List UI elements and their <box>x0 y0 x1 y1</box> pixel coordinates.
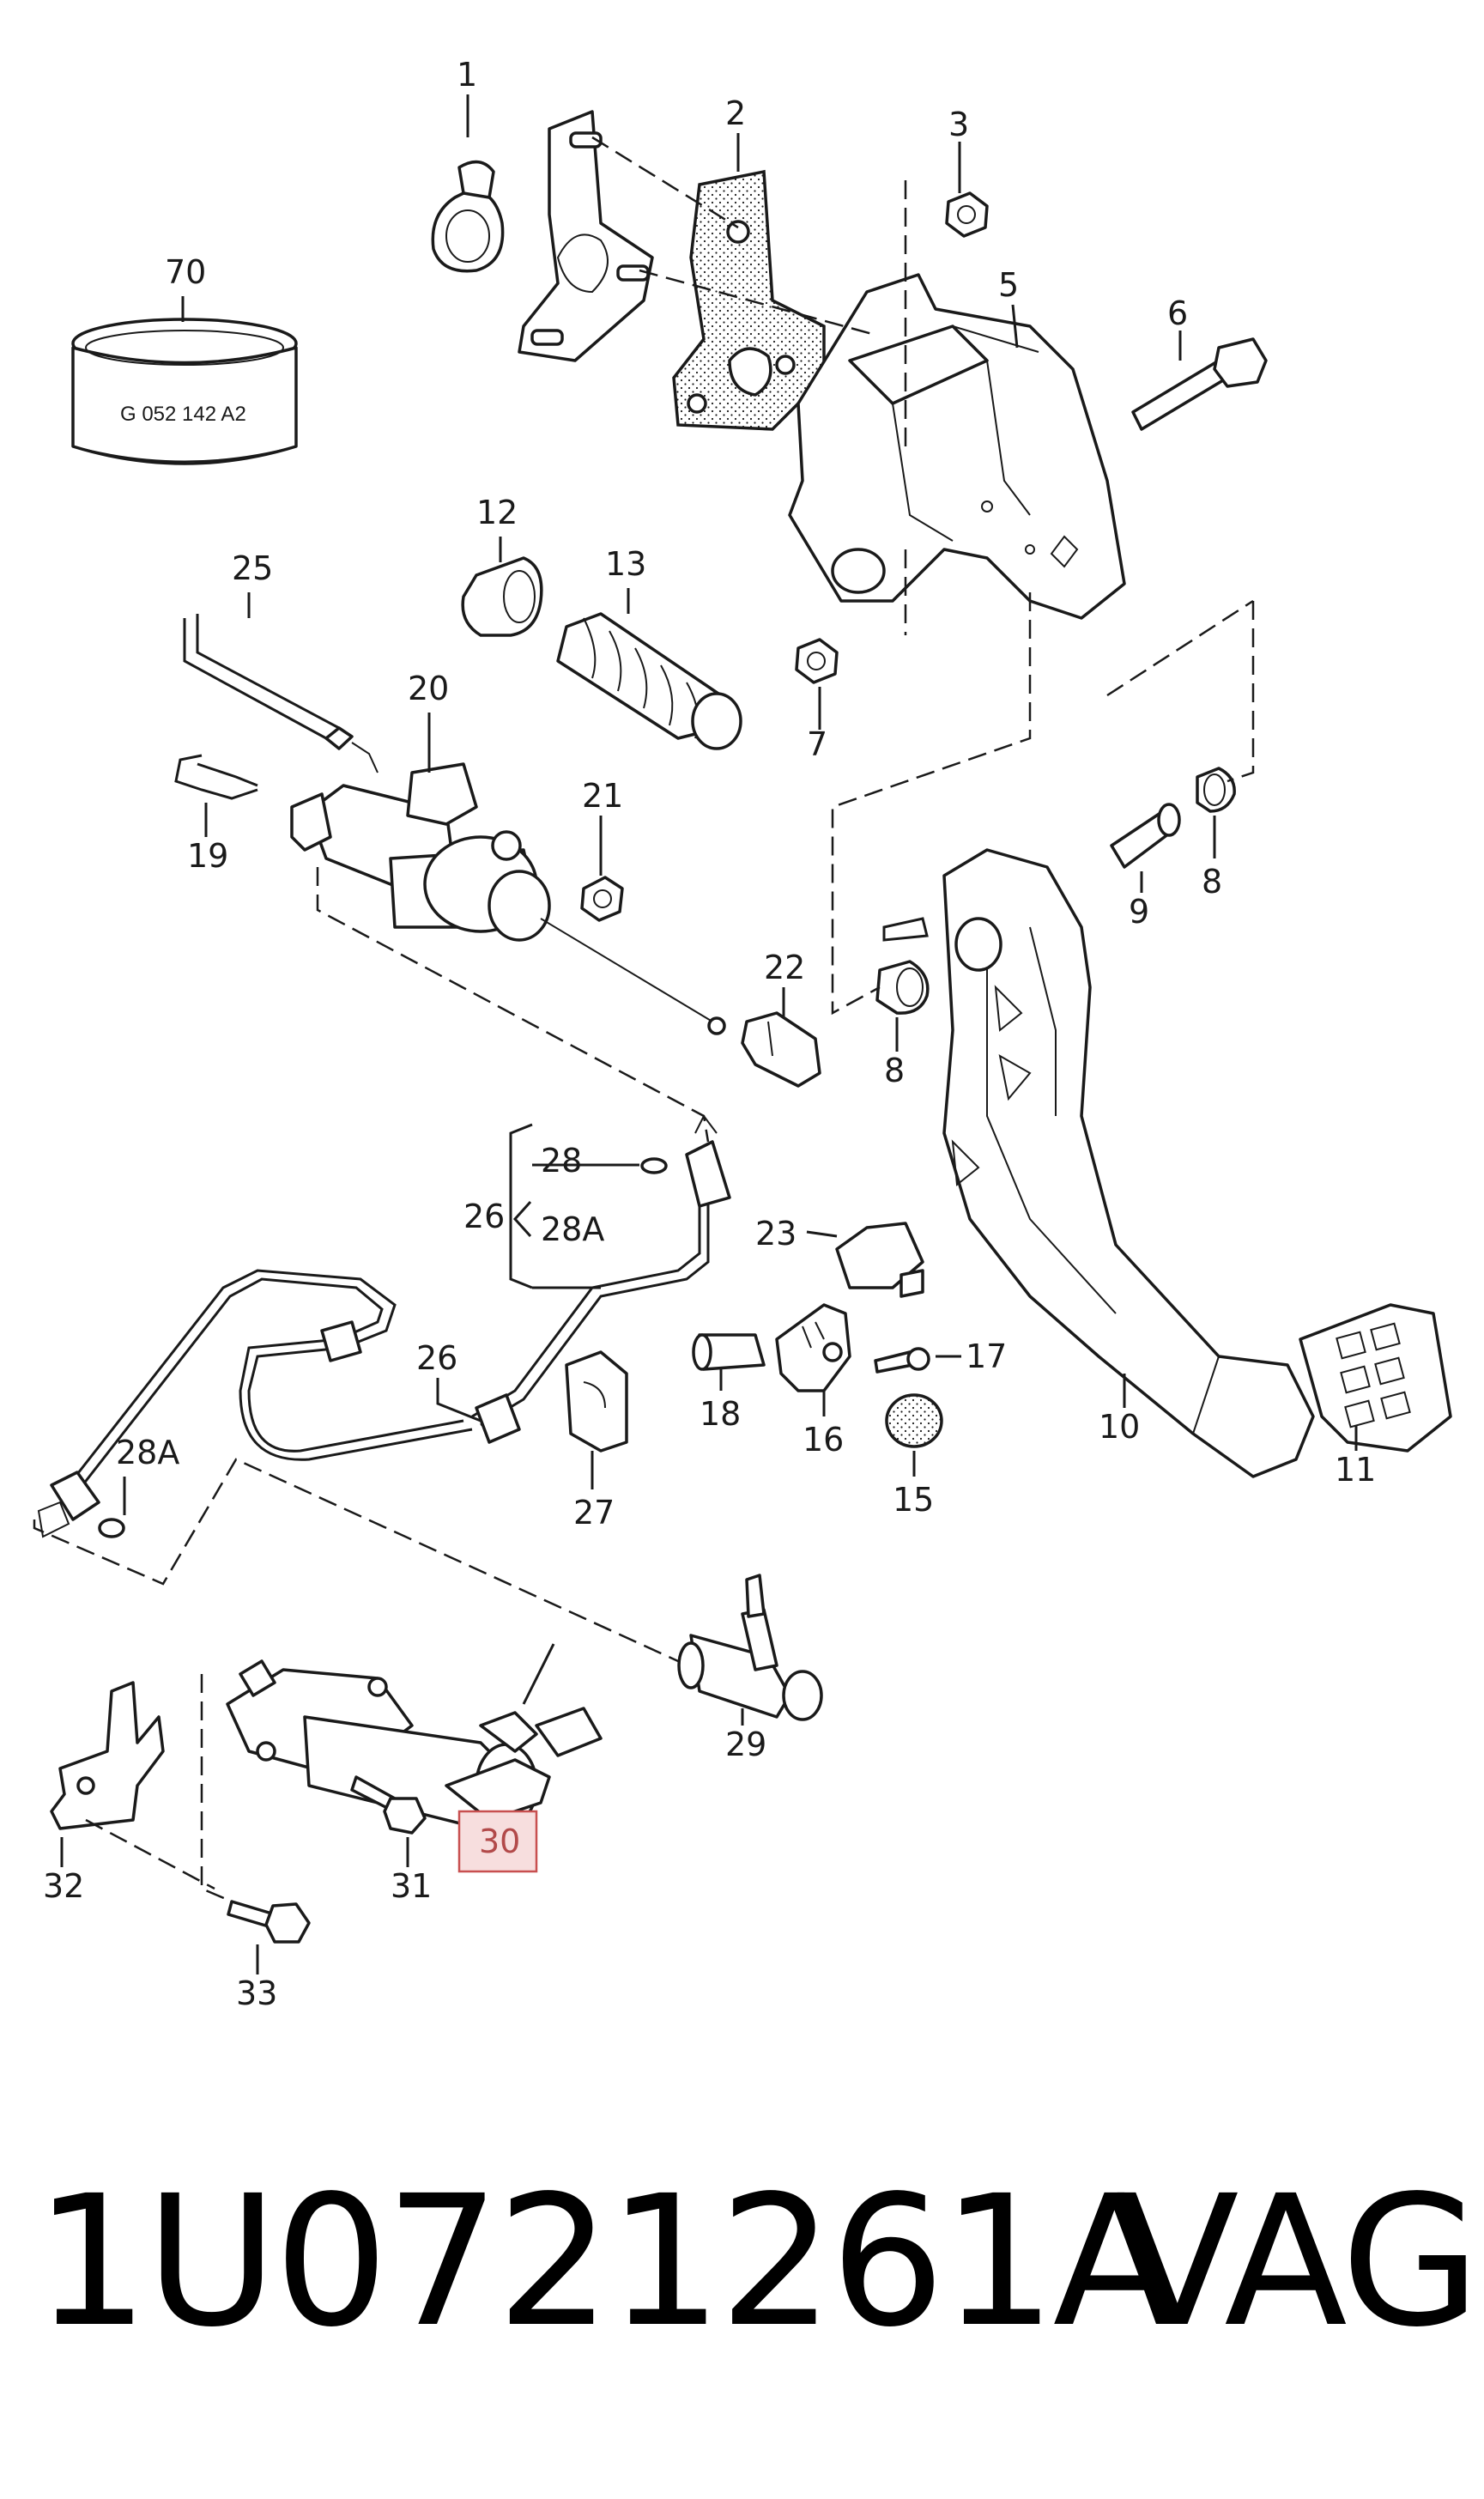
callout-10: 10 <box>1099 1408 1140 1446</box>
callout-8-lower: 8 <box>884 1052 905 1089</box>
part-21-nut <box>580 876 624 922</box>
callout-19: 19 <box>187 837 228 875</box>
assembly-dash-lines <box>33 136 1255 1903</box>
brand-label: VAG <box>1116 2156 1481 2367</box>
part-7-nut <box>795 638 839 684</box>
part-29-tee-fitting <box>677 1574 823 1721</box>
part-8-bushing-upper <box>1196 767 1236 813</box>
callout-32: 32 <box>43 1867 84 1905</box>
callout-20: 20 <box>408 670 449 707</box>
callout-13: 13 <box>605 545 646 583</box>
part-11-pedal-pad <box>1299 1303 1452 1453</box>
callout-leaders <box>60 94 1358 1974</box>
part-12-bushing <box>461 556 543 637</box>
part-8-bushing-lower <box>875 960 930 1015</box>
part-28-washer <box>640 1157 668 1174</box>
callout-labels: 1 2 3 5 6 7 8 8 9 10 11 12 13 15 16 17 1… <box>43 56 1376 2012</box>
part-26-pipe <box>37 1114 731 1538</box>
part-1-clip <box>431 160 505 273</box>
callout-9: 9 <box>1129 893 1149 931</box>
part-25-hose <box>183 614 379 773</box>
callout-28A-bracket: 28A <box>541 1210 604 1248</box>
part-17-screw <box>874 1347 930 1374</box>
callout-5: 5 <box>998 266 1019 304</box>
part-28A-washer <box>98 1518 125 1538</box>
callout-7: 7 <box>807 725 827 763</box>
callout-6: 6 <box>1167 294 1188 332</box>
part-15-cap <box>885 1393 943 1448</box>
mounting-plate <box>518 110 654 362</box>
part-19-clip <box>174 754 258 800</box>
callout-70: 70 <box>165 253 206 291</box>
callout-27: 27 <box>573 1494 615 1532</box>
callout-21: 21 <box>582 777 623 815</box>
callout-11: 11 <box>1335 1451 1376 1489</box>
callout-31: 31 <box>391 1867 432 1905</box>
part-23-cap <box>835 1222 924 1298</box>
callout-22: 22 <box>764 949 805 986</box>
part-10-clutch-pedal <box>882 848 1315 1478</box>
part-6-bolt <box>1131 337 1268 431</box>
callout-18: 18 <box>700 1395 741 1433</box>
callout-28A: 28A <box>116 1434 179 1471</box>
part-18-plug <box>692 1333 766 1371</box>
part-33-bolt <box>227 1900 311 1944</box>
callout-26: 26 <box>416 1339 457 1377</box>
part-16-switch <box>775 1303 851 1392</box>
part-32-bracket <box>50 1681 165 1830</box>
part-70-sleeve: G 052 142 A2 <box>71 318 298 465</box>
part-13-spring <box>556 612 742 750</box>
part-27-clip <box>565 1350 628 1453</box>
part-3-nut <box>945 191 989 238</box>
callout-29: 29 <box>725 1726 766 1763</box>
part-20-master-cylinder <box>290 762 726 1035</box>
part-number: 1U0721261A <box>34 2156 1176 2367</box>
part-31-screw <box>350 1775 427 1835</box>
callout-2: 2 <box>725 94 746 132</box>
callout-8-upper: 8 <box>1202 863 1222 901</box>
callout-3: 3 <box>948 106 969 143</box>
footer: 1U0721261A VAG <box>0 2172 1484 2429</box>
highlight-box-30 <box>457 1810 538 1873</box>
callout-1: 1 <box>457 56 477 94</box>
callout-30: 30 <box>479 1823 520 1860</box>
part-30-slave-cylinder <box>226 1659 603 1830</box>
callout-28: 28 <box>541 1142 582 1180</box>
callout-16: 16 <box>803 1421 844 1459</box>
part-5-pedal-bracket <box>788 273 1126 620</box>
callout-23: 23 <box>755 1215 797 1253</box>
callout-26-bracket: 26 <box>463 1198 505 1235</box>
callout-33: 33 <box>236 1974 277 2012</box>
callout-15: 15 <box>893 1481 934 1519</box>
part-22-clip <box>741 1011 821 1088</box>
part-9-sleeve <box>1110 803 1181 869</box>
callout-12: 12 <box>476 494 518 531</box>
callout-25: 25 <box>232 549 273 587</box>
part-marking: G 052 142 A2 <box>120 403 246 426</box>
callout-17: 17 <box>966 1337 1007 1375</box>
